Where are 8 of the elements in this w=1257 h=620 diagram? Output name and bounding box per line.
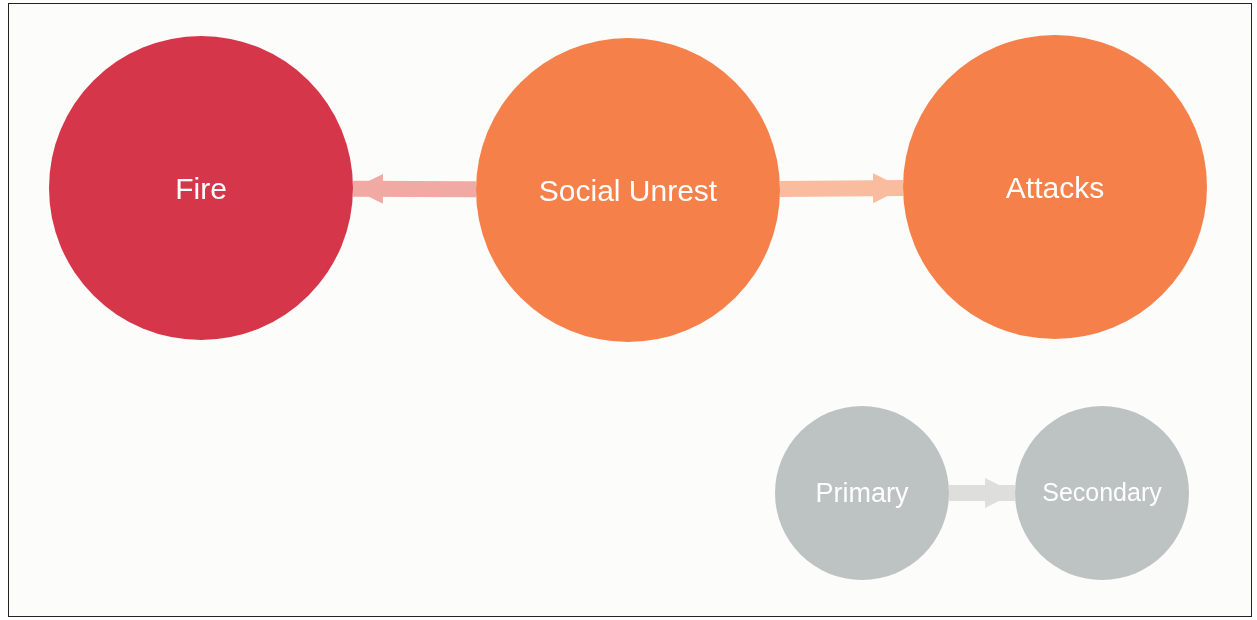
arrow	[779, 173, 904, 204]
node-label: Fire	[175, 170, 227, 207]
node-label: Secondary	[1042, 477, 1162, 509]
node-label: Social Unrest	[538, 172, 718, 209]
arrow	[949, 478, 1015, 508]
node-label: Primary	[815, 476, 909, 510]
arrow	[352, 173, 477, 204]
node-label: Attacks	[1005, 169, 1105, 206]
